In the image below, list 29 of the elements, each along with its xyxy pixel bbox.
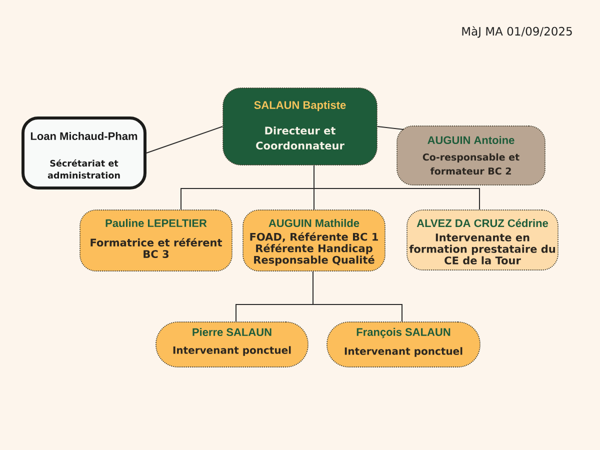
person-name: ALVEZ DA CRUZ Cédrine — [416, 218, 548, 228]
staff-box — [242, 210, 386, 272]
staff-box — [406, 210, 558, 270]
person-name: AUGUIN Mathilde — [268, 218, 360, 228]
person-name: Pierre SALAUN — [192, 328, 272, 336]
job-title: Sécrétariat et administration — [48, 159, 120, 179]
staff-box — [22, 116, 146, 190]
person-name: AUGUIN Antoine — [428, 136, 514, 144]
person-name: SALAUN Baptiste — [254, 100, 346, 112]
connector-line — [314, 164, 480, 210]
person-name: François SALAUN — [356, 328, 450, 338]
staff-box — [80, 210, 232, 272]
connector-line — [312, 270, 402, 322]
staff-box — [222, 88, 378, 166]
staff-box — [396, 126, 546, 186]
job-title: Co-responsable et formateur BC 2 — [422, 153, 520, 175]
staff-box — [156, 322, 308, 368]
person-name: Pauline LEPELTIER — [106, 218, 207, 228]
connector-line — [376, 126, 404, 130]
job-title: Intervenant ponctuel — [173, 346, 291, 356]
job-title: FOAD, Référente BC 1 Référente Handicap Responsable Qualité — [250, 232, 378, 266]
person-name: Loan Michaud-Pham — [30, 132, 138, 140]
job-title: Directeur et Coordonnateur — [256, 126, 344, 150]
update-date: MàJ MA 01/09/2025 — [462, 26, 572, 38]
job-title: Intervenante en formation prestataire du CE de la Tour — [409, 234, 555, 264]
staff-box — [326, 322, 480, 368]
job-title: Intervenant ponctuel — [344, 347, 462, 357]
connector-line — [146, 126, 224, 154]
job-title: Formatrice et référent BC 3 — [90, 238, 222, 258]
